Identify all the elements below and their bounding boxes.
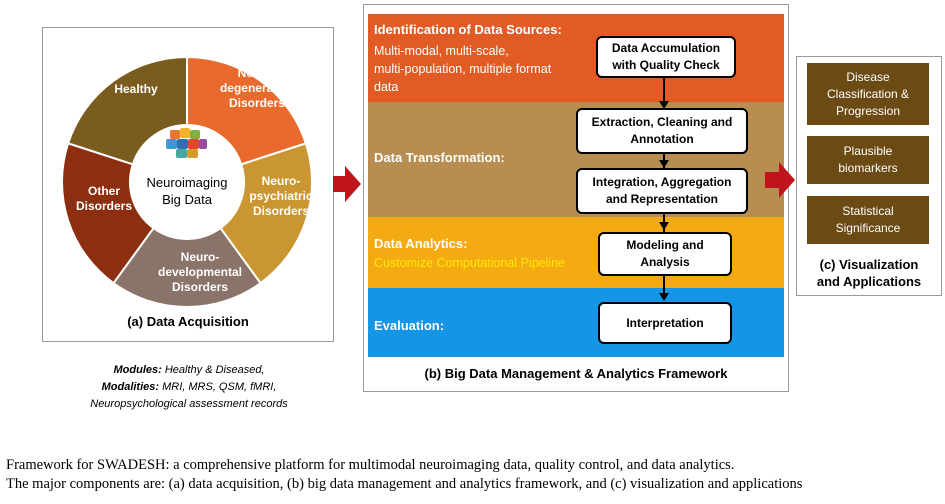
caption-line-2: The major components are: (a) data acqui… — [6, 476, 803, 492]
arrow-a-to-b — [333, 166, 361, 202]
donut-center-label: Neuroimaging Big Data — [146, 175, 228, 207]
segment-label-neuropsychiatric: Neuro- psychiatric Disorders — [249, 174, 313, 218]
output-plausible-biomarkers: Plausible biomarkers — [807, 136, 929, 184]
segment-label-neurodegenerative: Neuro- degenerative Disorders — [219, 66, 295, 110]
visualization-panel-title: (c) Visualization and Applications — [816, 257, 922, 289]
data-analytics-desc: Customize Computational Pipeline — [374, 256, 566, 270]
donut-center — [130, 125, 244, 239]
modalities-label: Modalities: — [101, 381, 160, 393]
box-integration: Integration, Aggregation and Representat… — [576, 168, 748, 214]
box-extraction: Extraction, Cleaning and Annotation — [576, 108, 748, 154]
modules-text: Healthy & Diseased, — [161, 364, 265, 376]
data-transformation-title: Data Transformation: — [374, 150, 505, 165]
figure-caption: Framework for SWADESH: a comprehensive p… — [6, 456, 941, 494]
output-disease-classification: Disease Classification & Progression — [807, 63, 929, 125]
box-data-accumulation: Data Accumulation with Quality Check — [596, 36, 736, 78]
evaluation-title: Evaluation: — [374, 318, 445, 333]
modalities-text: MRI, MRS, QSM, fMRI, — [159, 381, 277, 393]
segment-label-healthy: Healthy — [114, 82, 158, 96]
arrow-b-to-c — [765, 162, 795, 198]
data-sources-title: Identification of Data Sources: — [374, 22, 562, 37]
acquisition-panel-title: (a) Data Acquisition — [127, 314, 249, 329]
caption-line-1: Framework for SWADESH: a comprehensive p… — [6, 457, 735, 473]
brain-icon — [166, 128, 207, 158]
framework-panel-title: (b) Big Data Management & Analytics Fram… — [424, 366, 728, 381]
output-statistical-significance: Statistical Significance — [807, 196, 929, 244]
segment-label-other: Other Disorders — [75, 184, 133, 213]
box-modeling: Modeling and Analysis — [598, 232, 732, 276]
box-interpretation: Interpretation — [598, 302, 732, 344]
modules-label: Modules: — [113, 364, 162, 376]
segment-label-neurodevelopmental: Neuro- developmental Disorders — [157, 250, 243, 294]
data-analytics-title: Data Analytics: — [374, 236, 468, 251]
records-text: Neuropsychological assessment records — [90, 398, 288, 410]
modules-note: Modules: Healthy & Diseased, Modalities:… — [60, 362, 318, 413]
data-sources-desc: Multi-modal, multi-scale, multi-populati… — [374, 44, 552, 94]
